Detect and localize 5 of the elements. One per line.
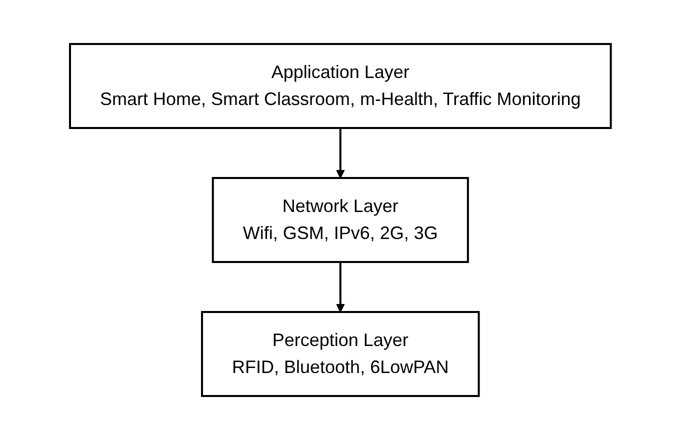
- node-box: Network Layer Wifi, GSM, IPv6, 2G, 3G: [212, 177, 470, 263]
- node-box: Perception Layer RFID, Bluetooth, 6LowPAN: [201, 311, 480, 397]
- arrow: [336, 128, 345, 178]
- arrow: [336, 262, 345, 312]
- node-box: Application Layer Smart Home, Smart Classroom, m-Health, Traffic Monitoring: [69, 43, 612, 129]
